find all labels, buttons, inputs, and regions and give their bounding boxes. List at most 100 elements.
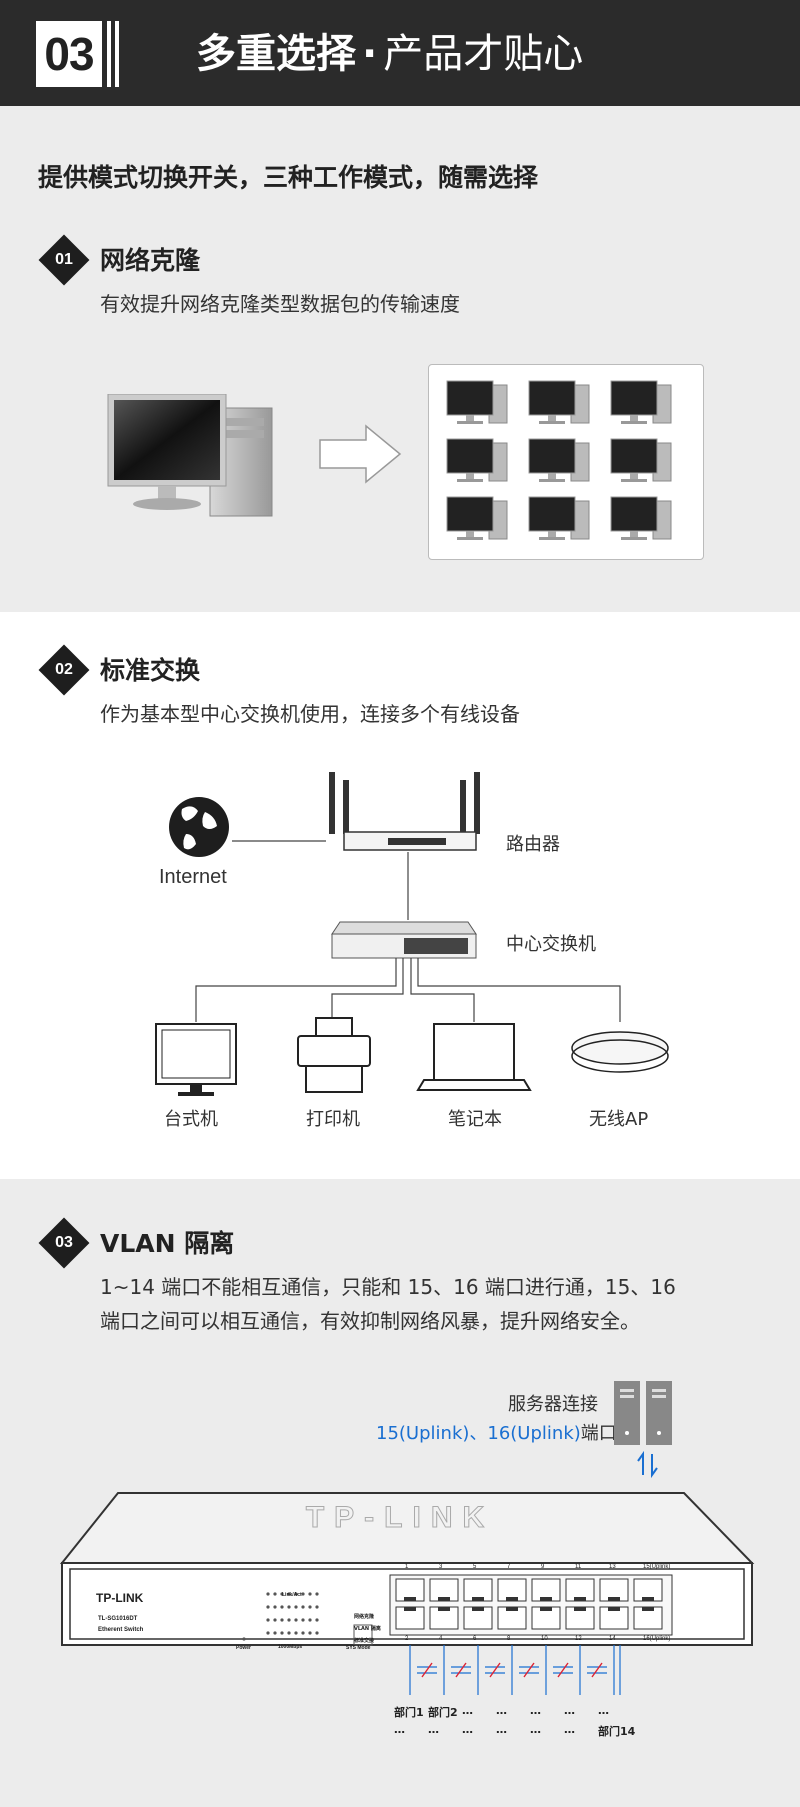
server-label: 服务器连接	[508, 1394, 598, 1415]
feature-title: 标准交换	[100, 656, 201, 685]
desktop-computer-illustration	[107, 394, 273, 517]
led-dot	[287, 1618, 291, 1622]
department-links	[409, 1645, 621, 1695]
led-dot	[273, 1605, 277, 1609]
port-number-bottom: 14	[609, 1636, 616, 1642]
vlan-switch-diagram: TP-LINK	[59, 1381, 755, 1695]
globe-icon	[169, 797, 229, 857]
internet-label: Internet	[159, 866, 227, 888]
led-dot	[308, 1618, 312, 1622]
department-label: …	[428, 1723, 439, 1736]
led-dot	[308, 1605, 312, 1609]
title-separator: ·	[362, 31, 378, 77]
led-dot	[287, 1631, 291, 1635]
title-light: 产品才贴心	[383, 31, 584, 77]
department-label: 部门14	[598, 1725, 636, 1738]
department-label: …	[496, 1704, 507, 1717]
bidirectional-arrow-icon	[637, 1450, 658, 1479]
feature-title: VLAN 隔离	[100, 1229, 235, 1258]
led-dot	[301, 1631, 305, 1635]
led-dot	[273, 1592, 277, 1596]
blocked-arrow-icon	[553, 1662, 573, 1678]
speed-label: 1000Mbps	[278, 1644, 303, 1650]
mini-computer-icon	[446, 496, 508, 540]
server-icon	[614, 1381, 672, 1445]
router-icon	[329, 772, 480, 851]
led-dot	[301, 1592, 305, 1596]
blocked-arrow-icon	[451, 1662, 471, 1678]
led-dot	[294, 1618, 298, 1622]
feature-title: 网络克隆	[100, 246, 201, 275]
blocked-arrow-icon	[485, 1662, 505, 1678]
ap-label: 无线AP	[589, 1109, 649, 1130]
port-number-bottom: 2	[405, 1636, 409, 1642]
led-dot	[315, 1592, 319, 1596]
switch-label: 中心交换机	[506, 934, 596, 955]
led-dot	[280, 1592, 284, 1596]
topology-diagram	[155, 772, 669, 1096]
led-dot	[287, 1605, 291, 1609]
printer-label: 打印机	[306, 1109, 360, 1130]
led-dot	[287, 1592, 291, 1596]
department-label: …	[564, 1723, 575, 1736]
mini-computer-icon	[528, 380, 590, 424]
port-number-top: 7	[507, 1564, 511, 1570]
port-number-top: 11	[575, 1564, 582, 1570]
model-description: Etherent Switch	[98, 1627, 144, 1633]
feature-desc-line-2: 端口之间可以相互通信，有效抑制网络风暴，提升网络安全。	[100, 1309, 640, 1333]
port-grid	[395, 1578, 663, 1630]
wireless-ap-icon	[571, 1031, 669, 1073]
port-number-bottom: 16(Uplink)	[643, 1636, 671, 1642]
port-number-bottom: 8	[507, 1636, 511, 1642]
port-number-bottom: 4	[439, 1636, 443, 1642]
section-number: 03	[36, 21, 102, 87]
mode-standard: 标准交换	[354, 1638, 375, 1644]
led-dot	[280, 1631, 284, 1635]
port-number-top: 9	[541, 1564, 545, 1570]
svg-text:TP-LINK: TP-LINK	[306, 1501, 494, 1534]
led-dot	[301, 1605, 305, 1609]
page-header: 03 多重选择·产品才贴心	[0, 0, 800, 106]
power-led	[242, 1637, 246, 1641]
laptop-icon	[416, 1023, 532, 1091]
mode-vlan: VLAN 隔离	[354, 1626, 381, 1632]
feature-desc: 作为基本型中心交换机使用，连接多个有线设备	[100, 702, 520, 726]
badge-number: 02	[55, 661, 73, 678]
led-dot	[273, 1631, 277, 1635]
power-label: Power	[236, 1645, 252, 1651]
arrow-right-icon	[319, 424, 402, 484]
mini-computer-icon	[446, 380, 508, 424]
uplink-ports-label: 15(Uplink)、16(Uplink)端口	[376, 1419, 617, 1445]
header-bar	[107, 21, 111, 87]
blocked-arrow-icon	[417, 1662, 437, 1678]
led-dot	[301, 1618, 305, 1622]
port-number-bottom: 12	[575, 1636, 582, 1642]
mini-computer-icon	[610, 496, 672, 540]
computer-grid-illustration	[446, 380, 672, 540]
port-number-bottom: 10	[541, 1636, 548, 1642]
laptop-label: 笔记本	[448, 1109, 502, 1130]
brand-logo: TP-LINK	[96, 1591, 144, 1605]
mini-computer-icon	[528, 496, 590, 540]
blocked-arrow-icon	[587, 1662, 607, 1678]
led-dot	[315, 1618, 319, 1622]
mini-computer-icon	[610, 380, 672, 424]
led-dot	[308, 1592, 312, 1596]
department-label: 部门2	[428, 1706, 458, 1719]
department-label: …	[462, 1723, 473, 1736]
department-label: 部门1	[394, 1706, 424, 1719]
uplink-ports: 15(Uplink)、16(Uplink)	[376, 1423, 581, 1444]
led-dot	[266, 1605, 270, 1609]
port-number-bottom: 6	[473, 1636, 477, 1642]
led-indicators	[242, 1592, 373, 1646]
port-number-top: 3	[439, 1564, 443, 1570]
printer-icon	[297, 1017, 371, 1093]
intro-text: 提供模式切换开关，三种工作模式，随需选择	[38, 163, 539, 192]
badge-number: 01	[55, 251, 73, 268]
led-dot	[315, 1631, 319, 1635]
page-title: 多重选择·产品才贴心	[196, 28, 583, 80]
department-label: …	[530, 1704, 541, 1717]
led-dot	[294, 1631, 298, 1635]
department-label: …	[564, 1704, 575, 1717]
department-label: …	[598, 1704, 609, 1717]
